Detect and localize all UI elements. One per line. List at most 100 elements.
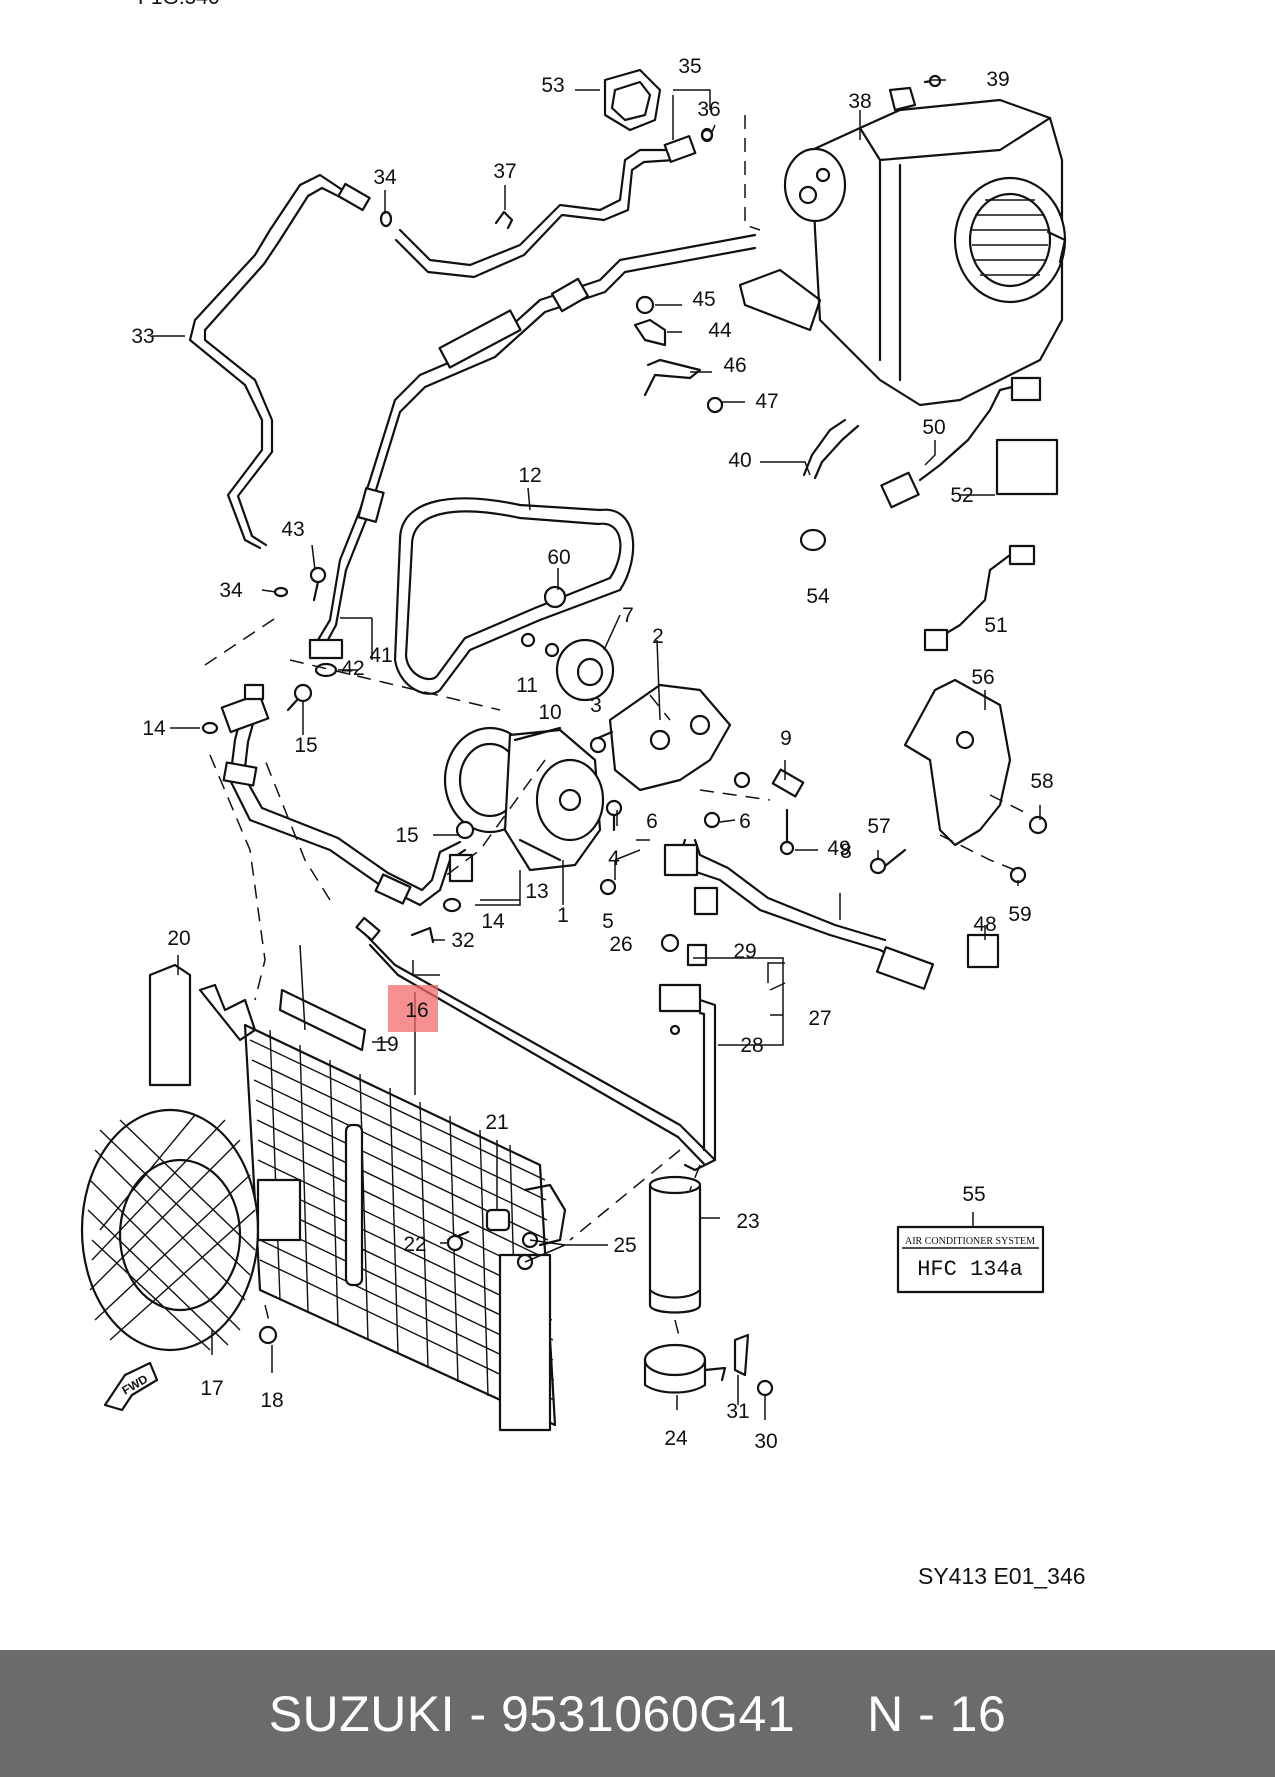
- switch-9[interactable]: [771, 768, 805, 798]
- bolt-43[interactable]: [309, 566, 327, 602]
- harness-51[interactable]: [923, 544, 1036, 652]
- callout-40[interactable]: 40: [728, 449, 751, 472]
- callout-8[interactable]: 8: [840, 840, 852, 863]
- bracket-46[interactable]: [643, 358, 702, 397]
- switch-48[interactable]: [966, 933, 1000, 969]
- bolt-58[interactable]: [1028, 815, 1048, 835]
- seal-20[interactable]: [148, 963, 192, 1087]
- bracket-31[interactable]: [733, 1333, 750, 1377]
- callout-32[interactable]: 32: [451, 929, 474, 952]
- evaporator-unit[interactable]: [738, 86, 1067, 407]
- callout-12[interactable]: 12: [518, 464, 541, 487]
- cushion-21[interactable]: [485, 1208, 511, 1232]
- callout-28[interactable]: 28: [740, 1034, 763, 1057]
- bolt-4[interactable]: [605, 799, 623, 832]
- drive-belt[interactable]: [393, 497, 635, 695]
- bracket-upper-right[interactable]: [523, 1183, 567, 1247]
- callout-9[interactable]: 9: [780, 727, 792, 750]
- callout-54[interactable]: 54: [806, 585, 830, 608]
- grommet-54[interactable]: [799, 528, 827, 552]
- callout-25[interactable]: 25: [613, 1234, 636, 1257]
- upper-pipe-assembly[interactable]: [316, 233, 757, 649]
- compressor-bracket[interactable]: [608, 683, 732, 792]
- bolt-6b[interactable]: [733, 771, 751, 789]
- callout-31[interactable]: 31: [726, 1400, 749, 1423]
- thermistor-50[interactable]: [880, 376, 1042, 509]
- callout-33[interactable]: 33: [131, 325, 154, 348]
- callout-39[interactable]: 39: [986, 68, 1009, 91]
- callout-57[interactable]: 57: [867, 815, 890, 838]
- callout-18[interactable]: 18: [260, 1389, 283, 1412]
- callout-30[interactable]: 30: [754, 1430, 777, 1453]
- callout-13[interactable]: 13: [525, 880, 548, 903]
- callout-10[interactable]: 10: [538, 701, 561, 724]
- bolt-18[interactable]: [258, 1325, 278, 1345]
- union-block[interactable]: [220, 683, 270, 734]
- suction-hose-35[interactable]: [394, 128, 714, 279]
- nut-45[interactable]: [635, 295, 655, 315]
- callout-45[interactable]: 45: [692, 288, 715, 311]
- callout-37[interactable]: 37: [493, 160, 516, 183]
- bolt-30[interactable]: [756, 1379, 774, 1397]
- callout-4[interactable]: 4: [608, 847, 620, 870]
- callout-49[interactable]: 49: [827, 837, 850, 860]
- callout-23[interactable]: 23: [736, 1210, 759, 1233]
- callout-26[interactable]: 26: [609, 933, 632, 956]
- bolt-26[interactable]: [660, 933, 680, 953]
- callout-19[interactable]: 19: [375, 1033, 398, 1056]
- liquid-pipe-16[interactable]: [355, 916, 717, 1167]
- bracket-56[interactable]: [903, 678, 1012, 847]
- callout-29[interactable]: 29: [733, 940, 756, 963]
- callout-48[interactable]: 48: [973, 913, 996, 936]
- seal-19[interactable]: [278, 988, 367, 1052]
- callout-5[interactable]: 5: [602, 910, 614, 933]
- callout-15[interactable]: 15: [395, 824, 418, 847]
- bracket-upper-left[interactable]: [198, 983, 257, 1042]
- hose-41[interactable]: [308, 638, 344, 660]
- callout-11[interactable]: 11: [516, 674, 538, 697]
- callout-42[interactable]: 42: [341, 657, 364, 680]
- clip-37[interactable]: [494, 210, 514, 230]
- callout-20[interactable]: 20: [167, 927, 190, 950]
- bolt-60[interactable]: [543, 585, 567, 609]
- callout-14[interactable]: 14: [142, 717, 166, 740]
- bolt-6a[interactable]: [703, 811, 721, 829]
- callout-17[interactable]: 17: [200, 1377, 223, 1400]
- bolt-11[interactable]: [520, 632, 536, 648]
- callout-16[interactable]: 16: [405, 999, 428, 1022]
- bolt-39[interactable]: [923, 74, 942, 88]
- callout-22[interactable]: 22: [403, 1233, 426, 1256]
- callout-52[interactable]: 52: [950, 484, 973, 507]
- callout-3[interactable]: 3: [590, 694, 602, 717]
- callout-56[interactable]: 56: [971, 666, 994, 689]
- bolt-3[interactable]: [589, 730, 614, 754]
- o-ring-34a[interactable]: [379, 210, 393, 228]
- discharge-pipe-33[interactable]: [188, 173, 371, 550]
- callout-34[interactable]: 34: [373, 166, 397, 189]
- callout-47[interactable]: 47: [755, 390, 778, 413]
- o-ring-36[interactable]: [700, 127, 714, 143]
- callout-15[interactable]: 15: [294, 734, 317, 757]
- callout-34[interactable]: 34: [219, 579, 243, 602]
- seal-53[interactable]: [603, 68, 662, 132]
- callout-14[interactable]: 14: [481, 910, 505, 933]
- bolt-15a[interactable]: [286, 683, 313, 712]
- callout-50[interactable]: 50: [922, 416, 945, 439]
- callout-6[interactable]: 6: [739, 810, 751, 833]
- pressure-switch-29[interactable]: [686, 943, 708, 967]
- callout-46[interactable]: 46: [723, 354, 746, 377]
- callout-36[interactable]: 36: [697, 98, 720, 121]
- bolt-57[interactable]: [869, 848, 907, 875]
- callout-24[interactable]: 24: [664, 1427, 688, 1450]
- o-ring-14a[interactable]: [201, 721, 219, 735]
- callout-6[interactable]: 6: [646, 810, 658, 833]
- callout-1[interactable]: 1: [557, 904, 569, 927]
- bolt-5[interactable]: [599, 878, 617, 896]
- compressor[interactable]: [443, 726, 605, 872]
- drier-bracket[interactable]: [643, 1343, 727, 1394]
- callout-43[interactable]: 43: [281, 518, 304, 541]
- discharge-hose-13[interactable]: [222, 698, 474, 913]
- clip-32[interactable]: [410, 926, 435, 944]
- callout-35[interactable]: 35: [678, 55, 701, 78]
- idler-pulley[interactable]: [555, 638, 615, 702]
